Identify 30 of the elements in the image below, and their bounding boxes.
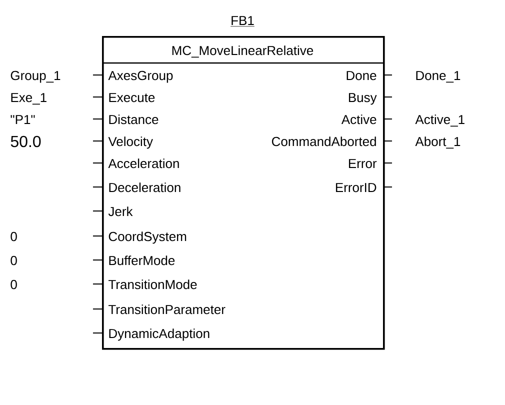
output-pin: Active <box>341 114 392 124</box>
parameter-value: Done_1 <box>416 71 460 83</box>
parameter-value: 0 <box>10 256 17 266</box>
input-pin: TransitionParameter <box>92 304 226 314</box>
input-pin: CoordSystem <box>92 232 186 244</box>
input-pin: TransitionMode <box>92 280 197 290</box>
parameter-value: Active_1 <box>415 114 464 127</box>
instance-name: FB1 <box>230 16 255 27</box>
output-pin: CommandAborted <box>272 136 392 146</box>
input-pin: Distance <box>92 114 158 124</box>
input-pin: BufferMode <box>92 256 175 266</box>
input-pin: Execute <box>92 93 155 102</box>
output-pin: Error <box>348 159 392 168</box>
output-pin: Busy <box>348 93 392 105</box>
parameter-value: "P1" <box>10 115 35 124</box>
block-title: MC_MoveLinearRelative <box>172 46 314 58</box>
output-pin: ErrorID <box>336 183 392 192</box>
output-pin: Done <box>346 71 392 80</box>
input-pin: Jerk <box>92 206 133 216</box>
parameter-value: 0 <box>10 280 17 290</box>
parameter-value: Abort_1 <box>415 136 460 149</box>
input-pin: Velocity <box>92 136 153 149</box>
parameter-value: 0 <box>10 232 17 242</box>
parameter-value: 50.0 <box>10 136 41 148</box>
parameter-value: Exe_1 <box>11 93 46 105</box>
input-pin: AxesGroup <box>92 70 173 83</box>
input-pin: Deceleration <box>92 182 180 192</box>
input-pin: DynamicAdaption <box>92 328 210 341</box>
input-pin: Acceleration <box>92 158 179 168</box>
parameter-value: Group_1 <box>10 70 60 83</box>
